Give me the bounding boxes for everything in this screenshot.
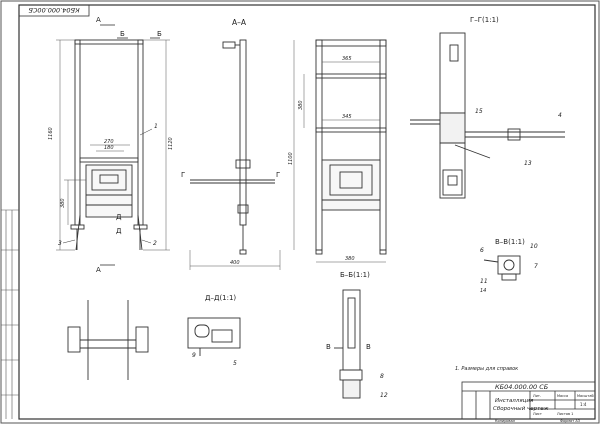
front-mark-a-top: А [96,16,101,24]
callout-7: 7 [534,263,538,270]
title-sheet: Лист [533,412,542,416]
bb-mark-v-left: В [326,343,331,351]
title-litera: Лит. [533,394,541,398]
front-dim-width-top: 270 [104,139,114,145]
callout-3: 3 [58,240,62,247]
title-format: Формат А3 [560,419,580,423]
callout-12: 12 [380,392,388,399]
section-gg-title: Г–Г(1:1) [470,16,499,24]
left-margin-strip [1,209,19,419]
section-vv-title: В–В(1:1) [495,238,525,246]
front-dim-height: 1160 [48,127,54,140]
section-bb [334,289,363,399]
rear-dim-b: 1100 [288,152,294,165]
callout-1: 1 [154,123,158,130]
plan-view [67,300,149,380]
title-name-line2: Сборочный чертеж [493,406,549,412]
side-mark-g-right: Г [276,171,280,179]
callout-6: 6 [480,247,484,254]
rear-dimensions [293,40,386,263]
section-dd [187,317,241,356]
sheet-inner-frame [18,4,596,420]
callout-15: 15 [475,108,483,115]
rear-view [315,39,387,255]
callout-4: 4 [558,112,562,119]
rear-dim-mid: 345 [342,114,352,120]
front-mark-b-top-left: Б [120,30,125,38]
side-view [190,39,275,255]
side-dim-depth: 400 [230,260,240,266]
side-mark-g-left: Г [181,171,185,179]
drawing-note: 1. Размеры для справок [455,366,518,372]
front-view [70,39,148,251]
title-sheets: Листов 1 [557,412,573,416]
front-mark-b-top-right: Б [157,30,162,38]
section-vv [483,255,521,281]
front-dim-lower: 380 [60,198,66,208]
side-dimensions [189,250,281,270]
rear-dim-base: 380 [345,256,355,262]
callout-11: 11 [480,278,488,285]
title-designation: КБ04.000.00 СБ [495,383,549,391]
front-mark-d-top: Д [116,213,122,221]
bb-mark-v-right: В [366,343,371,351]
front-dim-width-inner: 180 [104,145,114,151]
title-name-line1: Инсталляция [495,398,534,404]
callout-5: 5 [233,360,237,367]
section-bb-title: Б–Б(1:1) [340,271,370,279]
front-mark-d-bottom: Д [116,227,122,235]
front-mark-a-bottom: А [96,266,101,274]
top-code-text: КБ04.000.00СБ [28,6,80,14]
callout-13: 13 [524,160,532,167]
side-view-title: А–А [232,18,247,27]
callout-8: 8 [380,373,384,380]
callout-10: 10 [530,243,538,250]
callout-2: 2 [153,240,157,247]
section-dd-title: Д–Д(1:1) [205,294,236,302]
front-dimensions [56,39,170,251]
top-code-box [18,4,90,17]
rear-dim-top: 365 [342,56,352,62]
title-copied: Копировал [495,419,515,423]
title-scale: Масштаб [577,394,594,398]
stamp-ratio: 14 [480,288,486,294]
rear-dim-a: 380 [298,100,304,110]
title-mass: Масса [557,394,568,398]
front-section-arrows [100,24,160,266]
section-gg [410,32,565,199]
side-dim-height: 1120 [168,137,174,150]
callout-9: 9 [192,352,196,359]
title-scale-value: 1:4 [580,402,587,407]
title-block [461,381,596,420]
